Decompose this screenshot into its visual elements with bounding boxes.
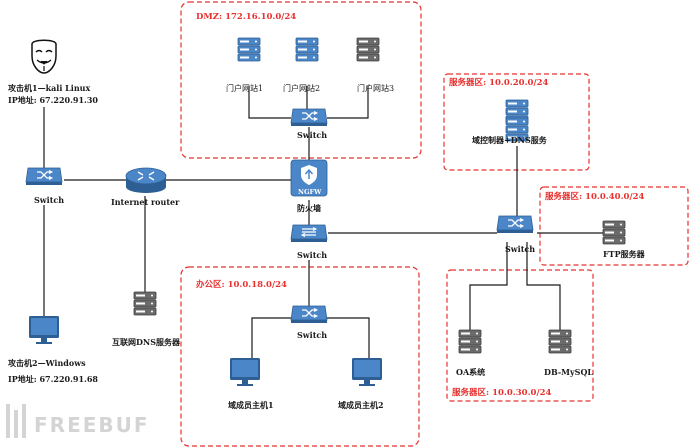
attacker1-node[interactable]: 攻击机1—kali Linux IP地址: 67.220.91.30 — [8, 39, 98, 105]
switch-office[interactable]: Switch — [290, 305, 328, 340]
portal2-server[interactable]: 门户网站2 — [283, 37, 320, 93]
server-icon — [356, 37, 380, 62]
domain-pc2[interactable]: 域成员主机2 — [338, 358, 384, 410]
router-icon — [125, 167, 167, 193]
server-icon — [548, 329, 572, 354]
attacker2-name: 攻击机2—Windows — [8, 358, 86, 368]
office-zone — [180, 266, 420, 447]
server-icon — [602, 220, 626, 245]
router-label: Internet router — [111, 197, 180, 207]
server-zone-40 — [539, 186, 689, 266]
server-zone-30-label: 服务器区: 10.0.30.0/24 — [452, 387, 551, 398]
firewall-label: 防火墙 — [297, 203, 321, 213]
attacker2-node[interactable]: 攻击机2—Windows IP地址: 67.220.91.68 — [8, 316, 98, 384]
switch-office-label: Switch — [297, 330, 327, 340]
portal3-server[interactable]: 门户网站3 — [356, 37, 394, 93]
switch-left[interactable]: Switch — [25, 167, 64, 205]
pc1-label: 域成员主机1 — [228, 400, 274, 410]
server-zone-20-label: 服务器区: 10.0.20.0/24 — [449, 77, 548, 88]
dmz-zone — [180, 1, 422, 159]
oa-server[interactable]: OA系统 — [456, 329, 485, 377]
anonymous-mask-icon — [31, 39, 57, 74]
firewall-icon: NGFW — [290, 159, 328, 197]
internet-router[interactable]: Internet router — [111, 167, 180, 207]
domain-pc1[interactable]: 域成员主机1 — [228, 358, 274, 410]
internet-dns-label: 互联网DNS服务器 — [112, 337, 181, 347]
server-icon — [237, 37, 261, 62]
ftp-label: FTP服务器 — [603, 249, 646, 259]
ftp-server[interactable]: FTP服务器 — [602, 220, 646, 259]
dmz-zone-label: DMZ: 172.16.10.0/24 — [196, 12, 296, 22]
pc2-label: 域成员主机2 — [338, 400, 384, 410]
connections — [43, 86, 603, 358]
portal2-label: 门户网站2 — [283, 83, 320, 93]
watermark-text: FREEBUF — [34, 413, 150, 437]
dc-dns-server[interactable]: 域控制器+DNS服务 — [472, 99, 548, 145]
attacker2-ip: IP地址: 67.220.91.68 — [8, 374, 98, 384]
server-icon — [133, 291, 157, 316]
switch-core[interactable]: Switch — [290, 224, 328, 260]
switch-core-label: Switch — [297, 250, 327, 260]
firewall-tag: NGFW — [298, 188, 322, 196]
attacker1-ip: IP地址: 67.220.91.30 — [8, 95, 98, 105]
db-label: DB-MySQL — [544, 367, 593, 377]
attacker1-name: 攻击机1—kali Linux — [8, 83, 90, 93]
server-icon — [458, 329, 482, 354]
switch-dmz-label: Switch — [297, 130, 327, 140]
monitor-icon — [29, 316, 59, 344]
portal1-label: 门户网站1 — [226, 83, 263, 93]
monitor-icon — [230, 358, 260, 386]
switch-server-label: Switch — [505, 244, 535, 254]
dc-dns-label: 域控制器+DNS服务 — [472, 135, 548, 145]
switch-server[interactable]: Switch — [496, 215, 535, 254]
portal3-label: 门户网站3 — [357, 83, 394, 93]
switch-dmz[interactable]: Switch — [290, 108, 328, 140]
switch-left-label: Switch — [34, 195, 64, 205]
server-icon — [295, 37, 319, 62]
monitor-icon — [352, 358, 382, 386]
server-zone-30 — [446, 269, 594, 402]
office-zone-label: 办公区: 10.0.18.0/24 — [196, 279, 287, 290]
db-server[interactable]: DB-MySQL — [544, 329, 593, 377]
watermark: FREEBUF — [6, 404, 150, 438]
internet-dns-server[interactable]: 互联网DNS服务器 — [112, 291, 181, 347]
portal1-server[interactable]: 门户网站1 — [226, 37, 263, 93]
firewall[interactable]: NGFW 防火墙 — [290, 159, 328, 213]
oa-label: OA系统 — [456, 367, 485, 377]
server-zone-40-label: 服务器区: 10.0.40.0/24 — [545, 191, 644, 202]
